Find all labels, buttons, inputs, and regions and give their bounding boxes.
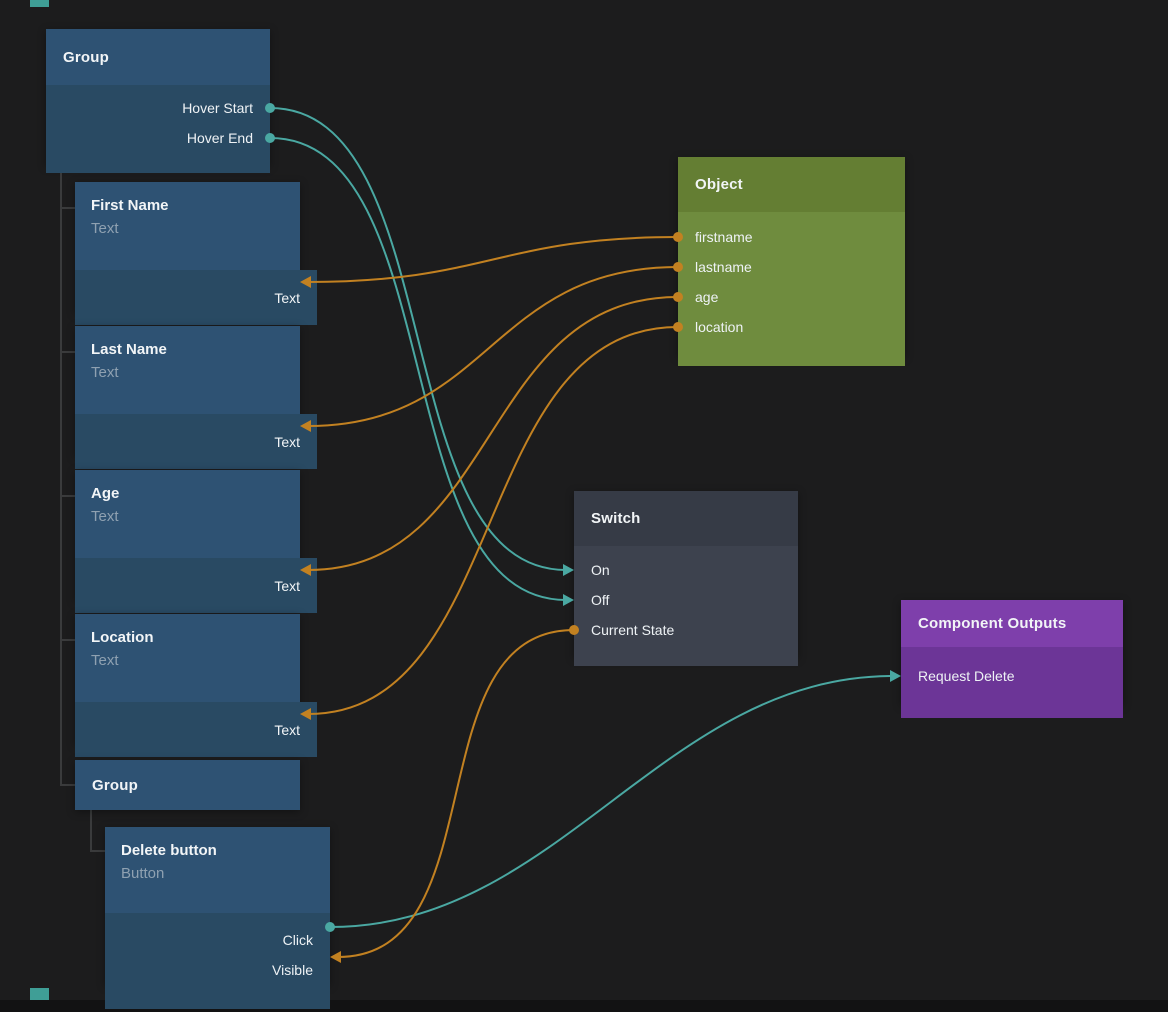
- node-subtitle: Button: [121, 865, 165, 882]
- hierarchy-tick: [60, 495, 75, 497]
- node-title: Group: [92, 776, 138, 794]
- node-component-outputs[interactable]: Component Outputs Request Delete: [901, 600, 1123, 718]
- offscreen-node-fragment-bottom: [30, 988, 49, 1000]
- node-age[interactable]: Age Text Text: [75, 470, 317, 613]
- port-on[interactable]: On: [591, 562, 610, 578]
- port-hover-end[interactable]: Hover End: [186, 130, 253, 146]
- port-text-input[interactable]: Text: [274, 289, 300, 306]
- node-switch[interactable]: Switch On Off Current State: [574, 491, 798, 666]
- port-current-state[interactable]: Current State: [591, 622, 675, 638]
- node-title: Age: [91, 485, 120, 502]
- hierarchy-line: [90, 810, 92, 851]
- port-visible[interactable]: Visible: [272, 962, 313, 978]
- port-text-input[interactable]: Text: [274, 433, 300, 450]
- node-title: Location: [91, 629, 154, 646]
- hierarchy-tick: [60, 351, 75, 353]
- node-header: Group: [46, 29, 270, 85]
- input-arrow-switch-off[interactable]: [563, 594, 574, 606]
- node-header: Location Text: [75, 614, 300, 702]
- node-subtitle: Text: [91, 220, 119, 237]
- port-click[interactable]: Click: [282, 932, 313, 948]
- node-location[interactable]: Location Text Text: [75, 614, 317, 757]
- node-header: Switch: [574, 491, 798, 546]
- node-subtitle: Text: [91, 508, 119, 525]
- node-title: Switch: [591, 510, 641, 527]
- connection-currentstate-to-visible[interactable]: [337, 629, 575, 958]
- connection-firstname-to-text[interactable]: [307, 236, 679, 283]
- node-title: Delete button: [121, 842, 217, 859]
- port-text-input[interactable]: Text: [274, 721, 300, 738]
- node-first-name[interactable]: First Name Text Text: [75, 182, 317, 325]
- port-lastname[interactable]: lastname: [695, 259, 752, 275]
- input-arrow-visible[interactable]: [330, 951, 341, 963]
- port-off[interactable]: Off: [591, 592, 610, 608]
- hierarchy-line: [60, 165, 62, 785]
- node-subtitle: Text: [91, 652, 119, 669]
- connection-lastname-to-text[interactable]: [307, 266, 679, 427]
- port-location[interactable]: location: [695, 319, 744, 335]
- port-hover-start[interactable]: Hover Start: [182, 100, 253, 116]
- connection-hoverstart-to-on[interactable]: [269, 107, 567, 571]
- node-title: Group: [63, 48, 109, 66]
- node-header: Component Outputs: [901, 600, 1123, 647]
- node-title: Object: [695, 176, 743, 193]
- input-arrow-switch-on[interactable]: [563, 564, 574, 576]
- node-group-inner[interactable]: Group: [75, 760, 300, 810]
- port-age[interactable]: age: [695, 289, 719, 305]
- node-header: Age Text: [75, 470, 300, 558]
- hierarchy-tick: [90, 850, 105, 852]
- node-object[interactable]: Object firstname lastname age location: [678, 157, 905, 366]
- node-last-name[interactable]: Last Name Text Text: [75, 326, 317, 469]
- connection-hoverend-to-off[interactable]: [269, 137, 567, 601]
- node-header: Group: [75, 760, 300, 810]
- input-arrow-request-delete[interactable]: [890, 670, 901, 682]
- hierarchy-tick: [60, 784, 75, 786]
- hierarchy-tick: [60, 207, 75, 209]
- connection-click-to-requestdelete[interactable]: [329, 675, 894, 928]
- node-title: First Name: [91, 197, 169, 214]
- node-title: Last Name: [91, 341, 167, 358]
- node-title: Component Outputs: [918, 615, 1067, 632]
- port-firstname[interactable]: firstname: [695, 229, 753, 245]
- node-subtitle: Text: [91, 364, 119, 381]
- hierarchy-tick: [60, 639, 75, 641]
- node-header: Object: [678, 157, 905, 212]
- node-header: Delete button Button: [105, 827, 330, 913]
- node-header: First Name Text: [75, 182, 300, 270]
- node-group-top[interactable]: Group Hover Start Hover End: [46, 29, 270, 173]
- node-header: Last Name Text: [75, 326, 300, 414]
- offscreen-node-fragment-top: [30, 0, 49, 7]
- port-text-input[interactable]: Text: [274, 577, 300, 594]
- port-request-delete[interactable]: Request Delete: [918, 668, 1015, 684]
- node-delete-button[interactable]: Delete button Button Click Visible: [105, 827, 330, 1009]
